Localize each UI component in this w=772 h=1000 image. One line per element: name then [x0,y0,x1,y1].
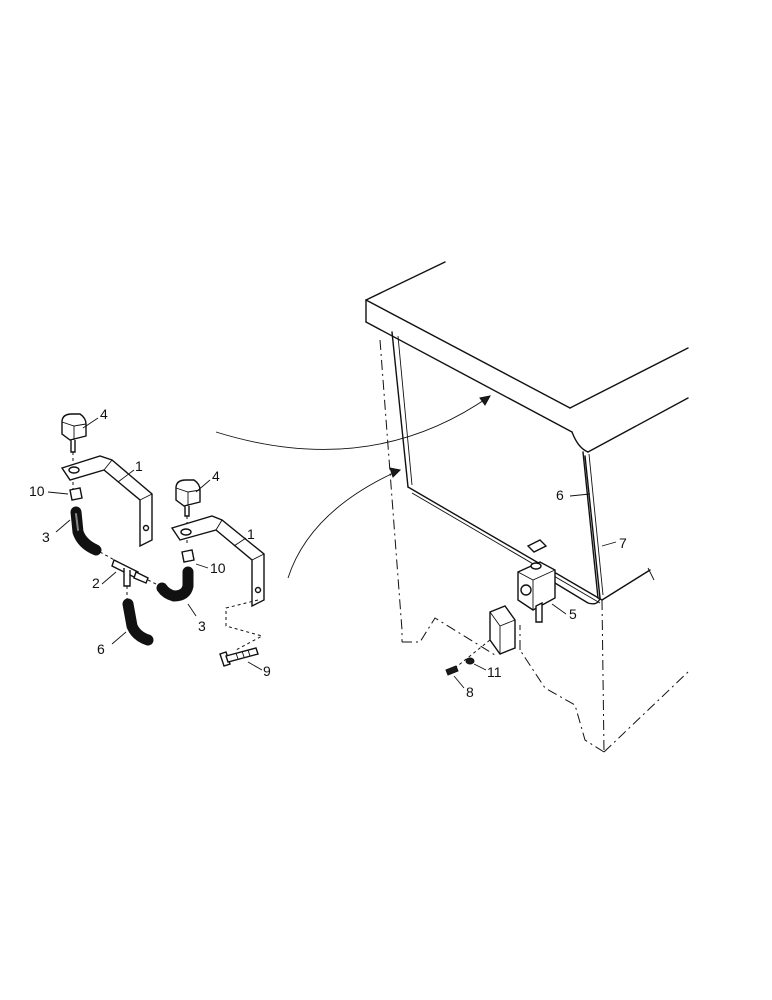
callout-hose-supply: 6 [97,641,105,657]
fitting-left [69,487,83,501]
callout-fitting-left: 10 [29,483,45,499]
assembly-arrows [215,395,491,579]
callout-hose-left: 3 [42,529,50,545]
callout-numbers: 4 1 10 3 4 1 2 10 3 6 9 6 7 5 11 8 [29,406,627,700]
hose-right [147,566,194,602]
washer-pump [517,539,556,623]
callout-washer: 11 [487,664,502,680]
callout-bracket-right: 1 [247,526,255,542]
callout-pump: 5 [569,606,577,622]
tee-fitting [99,551,149,600]
screw-and-washer [445,639,491,676]
callout-bracket-left: 1 [135,458,143,474]
nozzle-left [61,413,87,490]
callout-tee: 2 [92,575,100,591]
bracket-right [170,515,265,608]
callout-hose-right: 3 [198,618,206,634]
fitting-right [181,549,195,563]
leader-lines [47,417,617,689]
cab-body [365,261,689,753]
bolt [219,599,264,667]
callout-bolt: 9 [263,663,271,679]
bracket-left [60,455,153,548]
pump-mount-bracket [489,605,516,655]
callout-supply-line: 6 [556,487,564,503]
nozzle-right [175,479,201,546]
hose-left [70,506,102,556]
callout-nozzle-left: 4 [100,406,108,422]
callout-nozzle-right: 4 [212,468,220,484]
callout-line-clip: 7 [619,535,627,551]
hose-supply [122,598,154,646]
callout-screw: 8 [466,684,474,700]
callout-fitting-right: 10 [210,560,226,576]
